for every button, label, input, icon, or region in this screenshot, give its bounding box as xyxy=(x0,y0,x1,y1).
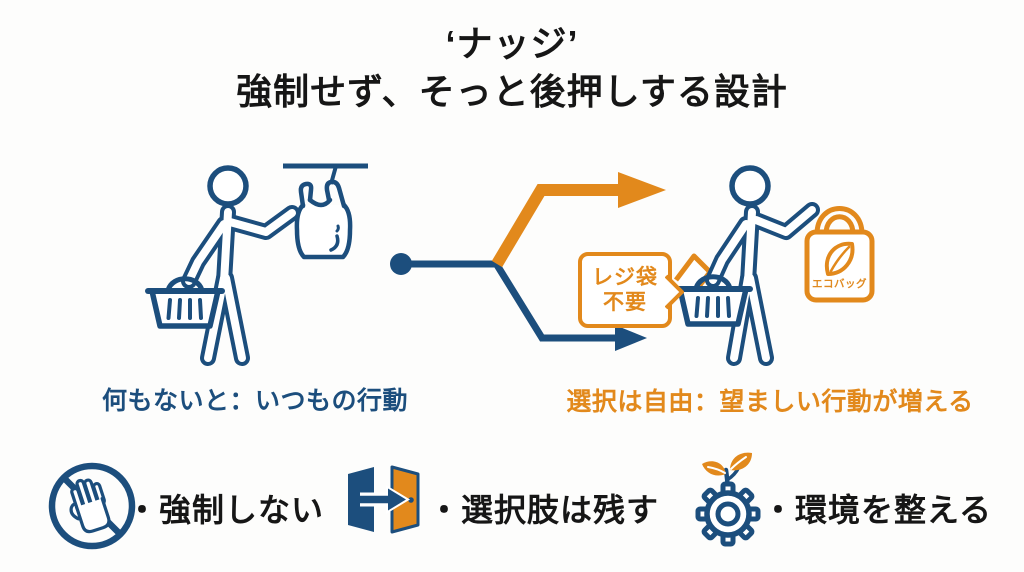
left-caption: 何もないと：いつもの行動 xyxy=(101,387,408,415)
branch-diagram xyxy=(390,172,666,351)
right-scene-illustration xyxy=(673,165,875,366)
bubble-line-2: 不要 xyxy=(603,291,647,314)
speech-bubble-tail xyxy=(665,274,684,310)
person-icon xyxy=(181,165,300,366)
left-scene-illustration xyxy=(145,163,368,366)
title-line-2: 強制せず、そっと後押しする設計 xyxy=(236,71,788,112)
bubble-line-1: レジ袋 xyxy=(592,266,658,289)
person-icon xyxy=(705,165,820,366)
shopping-basket-icon xyxy=(145,276,225,329)
page-title: ‘ナッジ’ 強制せず、そっと後押しする設計 xyxy=(0,20,1024,116)
plastic-bag-icon xyxy=(294,179,353,260)
open-doors-arrow-icon xyxy=(348,465,420,534)
gear-sprout-icon xyxy=(695,452,761,547)
blue-arrow xyxy=(494,263,647,351)
gear xyxy=(695,481,761,547)
door-arrow xyxy=(360,485,410,514)
right-caption: 選択は自由：望ましい行動が増える xyxy=(566,388,974,416)
speech-bubble: レジ袋 不要 xyxy=(578,252,672,328)
shopping-basket-icon xyxy=(673,274,753,327)
eco-bag-icon xyxy=(804,206,875,303)
orange-arrow xyxy=(491,172,666,268)
principle-label-2: ・選択肢は残す xyxy=(428,492,660,528)
principle-label-1: ・強制しない xyxy=(126,492,325,528)
principle-label-3: ・環境を整える xyxy=(762,492,993,528)
eco-bag-label: エコバッグ xyxy=(812,278,867,290)
title-line-1: ‘ナッジ’ xyxy=(445,23,579,64)
no-touch-hand-icon xyxy=(48,462,136,550)
